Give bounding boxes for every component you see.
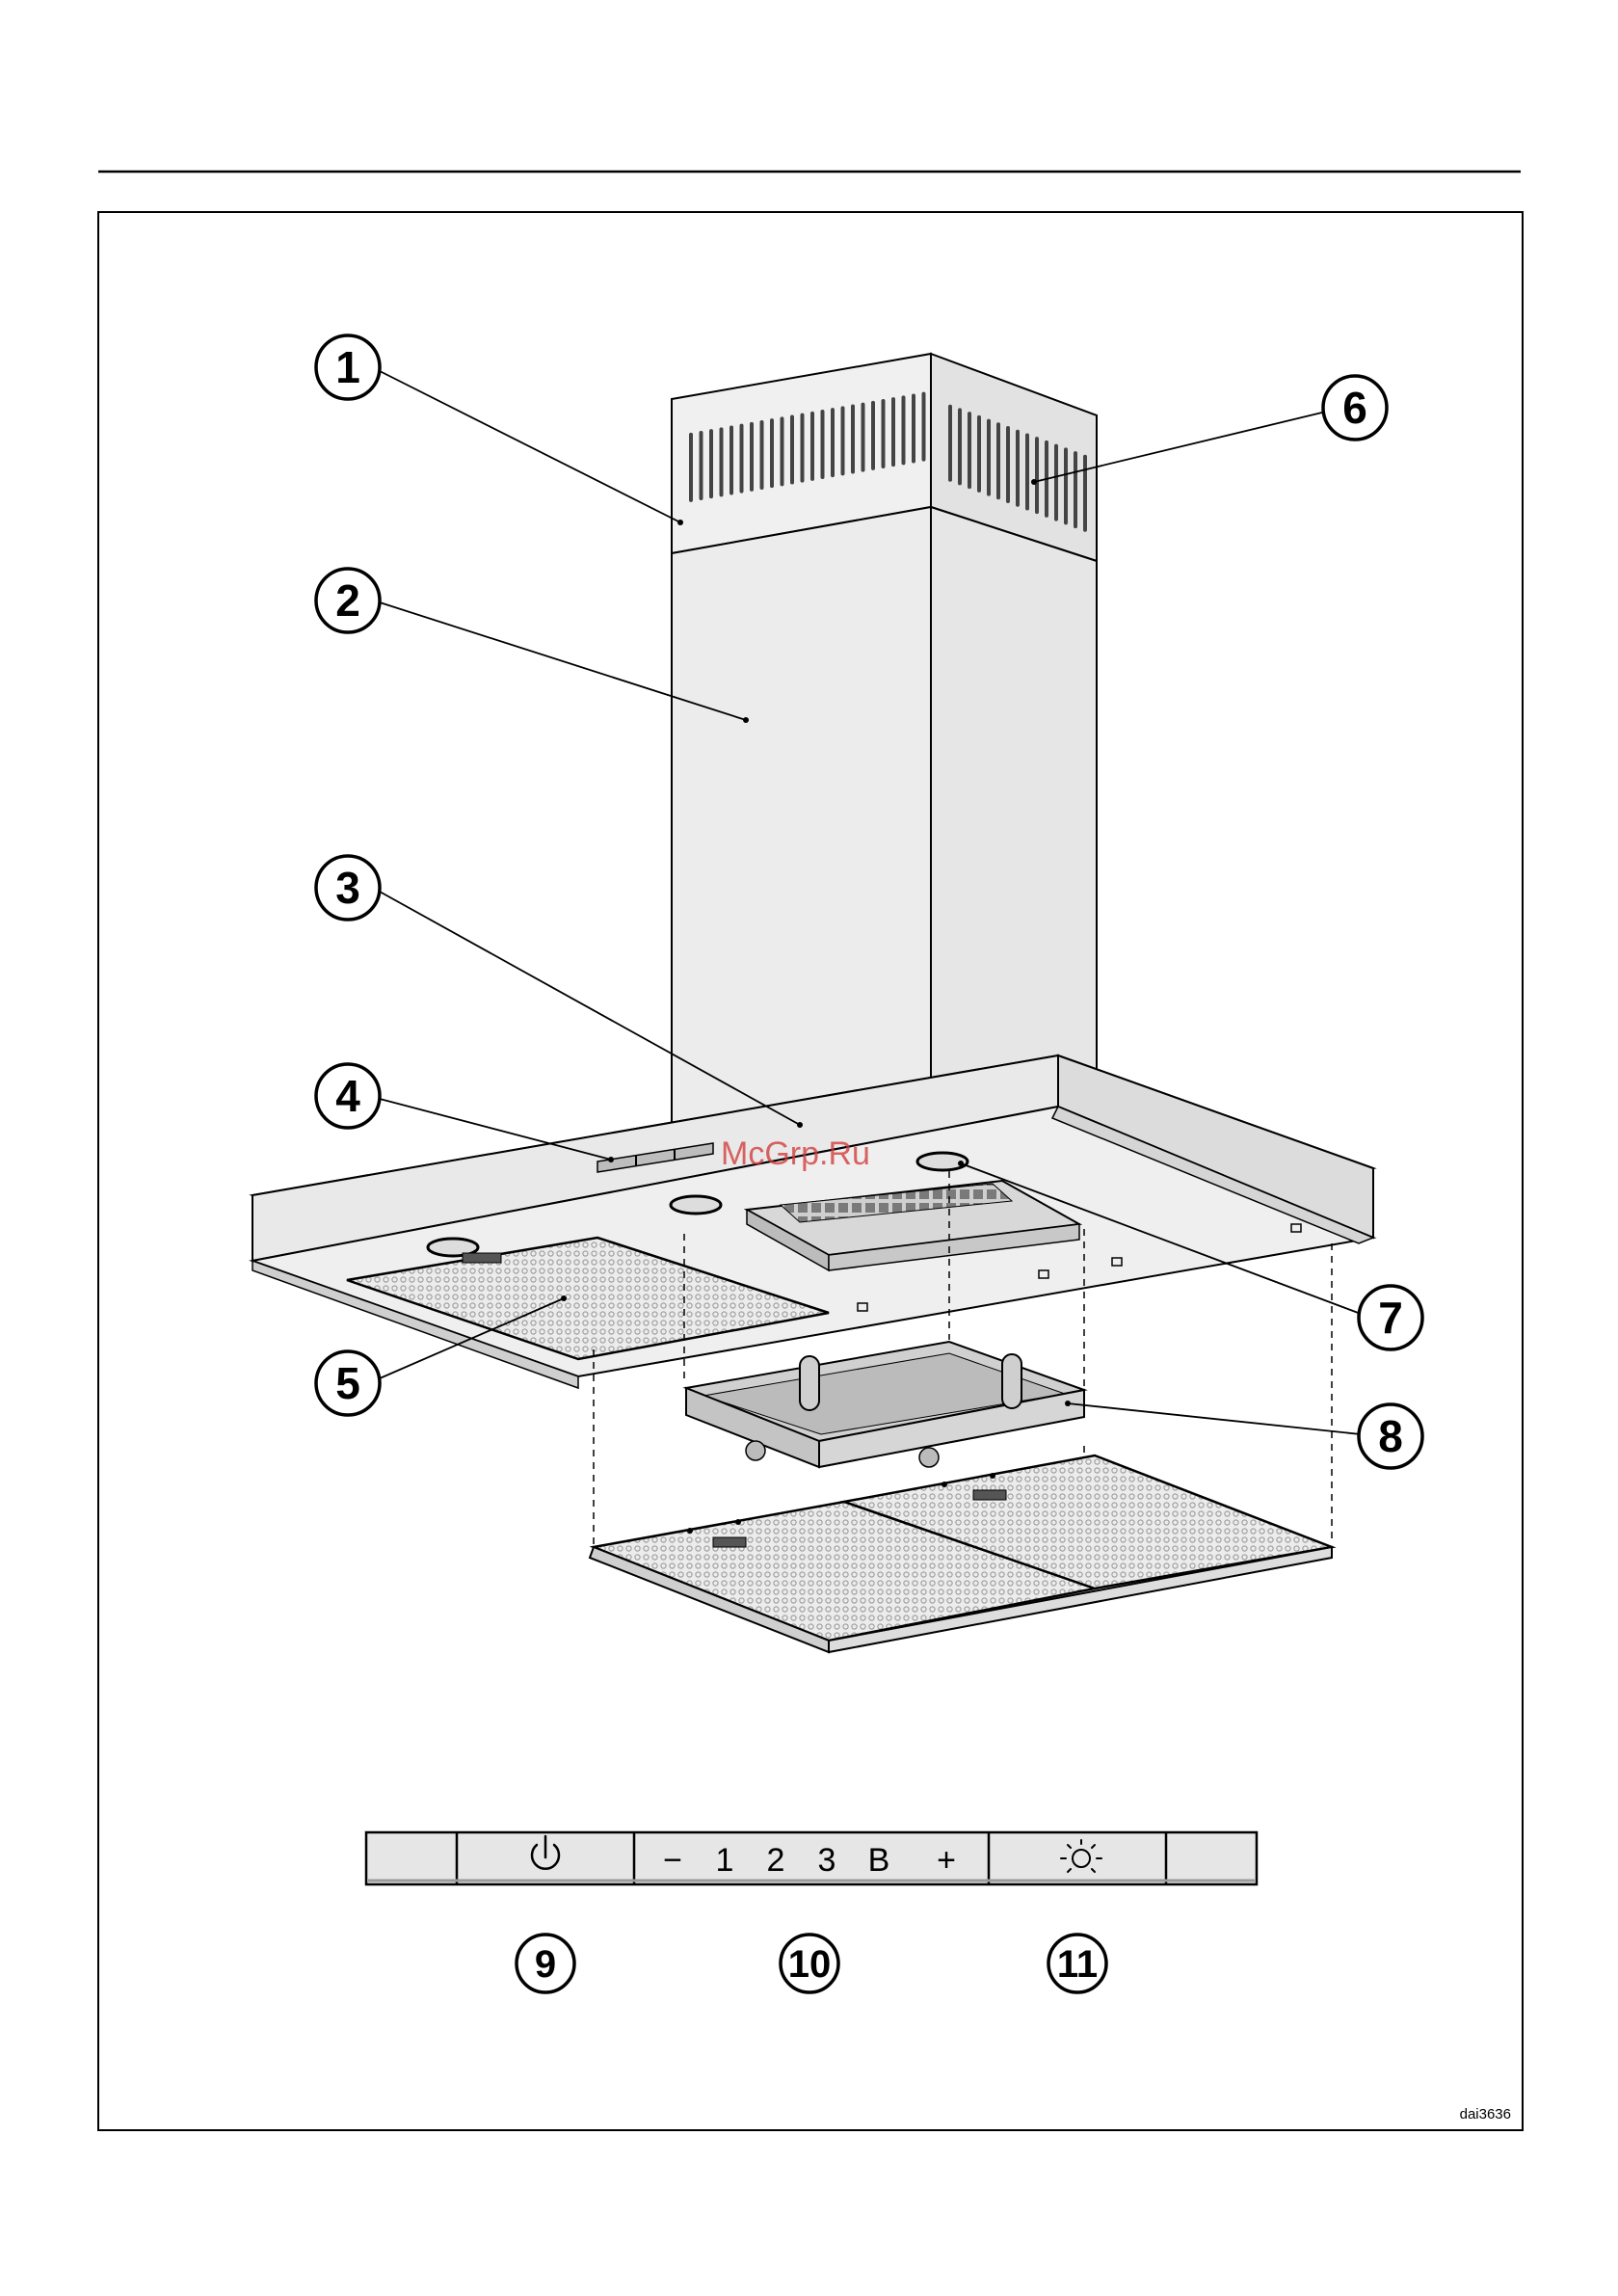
grease-filters-removed [590,1455,1332,1652]
callout-9-label: 9 [535,1943,556,1986]
callout-3-label: 3 [335,863,360,913]
callout-6-label: 6 [1342,383,1367,433]
vent-slot [729,426,733,495]
charcoal-filter-tray [686,1342,1084,1467]
vent-slot [1064,447,1068,524]
chimney-lower [672,507,1097,1128]
vent-slot [1016,430,1020,507]
fan-boost-button[interactable]: B [868,1842,890,1879]
vent-slot [902,395,906,465]
vent-slot [750,422,754,492]
callout-5: 5 [316,1351,380,1415]
vent-slot [958,408,962,485]
vent-slot [1054,444,1058,521]
vent-slot [987,419,991,496]
callout-11-label: 11 [1057,1943,1098,1986]
figure-reference: dai3636 [1460,2106,1511,2122]
vent-slot [709,429,713,498]
vent-slot [862,403,865,472]
fan-speed-1-button[interactable]: 1 [716,1842,734,1879]
vent-slot [760,420,764,490]
fan-minus-button[interactable]: − [663,1842,682,1879]
vent-slot [851,405,855,474]
vent-slot [1025,433,1029,510]
vent-slot [922,392,926,462]
vent-slot [1083,455,1087,532]
vent-slot [700,431,703,500]
vent-slot [1074,451,1077,528]
vent-slot [781,416,784,486]
callout-4: 4 [316,1064,380,1128]
callout-3: 3 [316,856,380,920]
fan-speed-2-button[interactable]: 2 [767,1842,785,1879]
vent-slot [948,405,952,482]
callout-11: 11 [1048,1935,1106,1992]
callout-2-label: 2 [335,575,360,626]
vent-slot [1035,437,1039,514]
vent-slot [740,424,744,494]
vent-slot [720,427,724,496]
vent-slot [770,418,774,488]
vent-slot [689,433,693,502]
vent-slot [790,415,794,485]
light-button[interactable] [989,1832,1166,1884]
vent-slot [996,422,1000,499]
callout-8-label: 8 [1378,1411,1403,1461]
vent-slot [810,412,814,481]
vent-slot [841,406,845,475]
vent-slot [891,397,895,467]
callout-10: 10 [781,1935,838,1992]
vent-slot [801,414,805,483]
vent-slot [1006,426,1010,503]
callout-2: 2 [316,569,380,632]
callout-10-label: 10 [788,1943,832,1986]
light-front-center [671,1196,721,1214]
callout-8: 8 [1359,1404,1422,1468]
vent-slot [977,415,981,493]
callout-5-label: 5 [335,1358,360,1408]
callout-7: 7 [1359,1286,1422,1349]
fan-speed-3-button[interactable]: 3 [818,1842,836,1879]
callout-4-label: 4 [335,1071,360,1121]
callout-1: 1 [316,335,380,399]
vent-slot [882,399,886,468]
vent-slot [831,408,835,477]
fan-plus-button[interactable]: + [937,1842,956,1879]
callout-1-label: 1 [335,342,360,392]
vent-slot [968,412,971,489]
vent-slot [912,393,915,463]
vent-slot [821,410,825,479]
callout-9: 9 [517,1935,574,1992]
callout-7-label: 7 [1378,1293,1403,1343]
power-button[interactable] [457,1832,634,1884]
callout-6: 6 [1323,376,1387,440]
vent-slot [871,401,875,470]
watermark-text: McGrp.Ru [721,1135,870,1172]
